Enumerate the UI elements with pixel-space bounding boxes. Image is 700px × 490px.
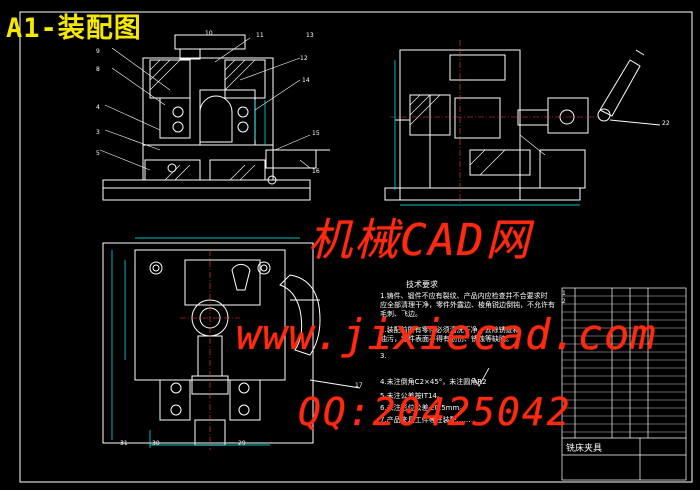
tech-requirements-title: 技术要求 [406, 280, 438, 289]
balloon-number: 31 [120, 440, 128, 447]
balloon-number: 29 [238, 440, 246, 447]
tech-requirement-line: 7.产品夹具工件等在装配…… [380, 416, 471, 424]
side-center-lines [390, 40, 600, 205]
side-dims [394, 60, 580, 206]
balloon-number: 4 [96, 104, 100, 111]
tech-requirement-line: 1.铸件、锻件不应有裂纹、产品内应检查并不合要求时 [380, 292, 548, 300]
balloon-number: 17 [355, 382, 363, 389]
balloon-number: 9 [96, 48, 100, 55]
balloon-number: 14 [302, 77, 310, 84]
roughness-symbol [473, 367, 490, 387]
balloon-number: 5 [96, 150, 100, 157]
balloon-number: 16 [312, 168, 320, 175]
tech-requirement-line: 油污，零件表面不得有划伤、锈蚀等缺陷。 [380, 335, 513, 343]
tech-requirement-line: 毛刺、飞边。 [380, 310, 422, 318]
balloon-number: 2 [562, 298, 566, 305]
tech-requirement-line: 5.未注公差按IT14。 [380, 392, 444, 400]
side-view [384, 49, 661, 201]
tech-requirement-line: 2.装配前所有零件必须清洗干净，去除锈迹和 [380, 326, 520, 334]
tech-requirement-line: 3. [380, 352, 387, 360]
balloon-number: 11 [256, 32, 264, 39]
balloon-number: 8 [96, 66, 100, 73]
balloon-number: 1 [562, 290, 566, 297]
title-block-name: 铣床夹具 [566, 444, 603, 454]
balloon-number: 3 [96, 129, 100, 136]
balloon-number: 12 [300, 55, 308, 62]
balloon-number: 10 [205, 30, 213, 37]
parts-list-rows [562, 295, 686, 433]
watermark-brand: 机械CAD网 [308, 215, 532, 266]
watermark-url: www.jixiecad.com [236, 310, 657, 359]
balloon-number: 13 [306, 32, 314, 39]
tech-requirement-line: 应全部清理干净，零件外露边、棱角锐边倒钝，不允许有 [380, 301, 555, 309]
tech-requirement-line: 6.未注形位公差±0.5mm。 [380, 404, 467, 412]
drawing-title: A1-装配图 [6, 13, 142, 44]
front-view [99, 34, 330, 201]
drawing-border [19, 11, 693, 483]
front-dims [254, 100, 266, 145]
tech-requirement-line: 4.未注倒角C2×45°，未注圆角R2 [380, 378, 487, 386]
balloon-number: 22 [662, 120, 670, 127]
balloon-number: 15 [312, 130, 320, 137]
top-center-lines [180, 250, 240, 450]
watermark-qq: QQ:20425042 [298, 390, 572, 434]
balloon-number: 30 [152, 440, 160, 447]
